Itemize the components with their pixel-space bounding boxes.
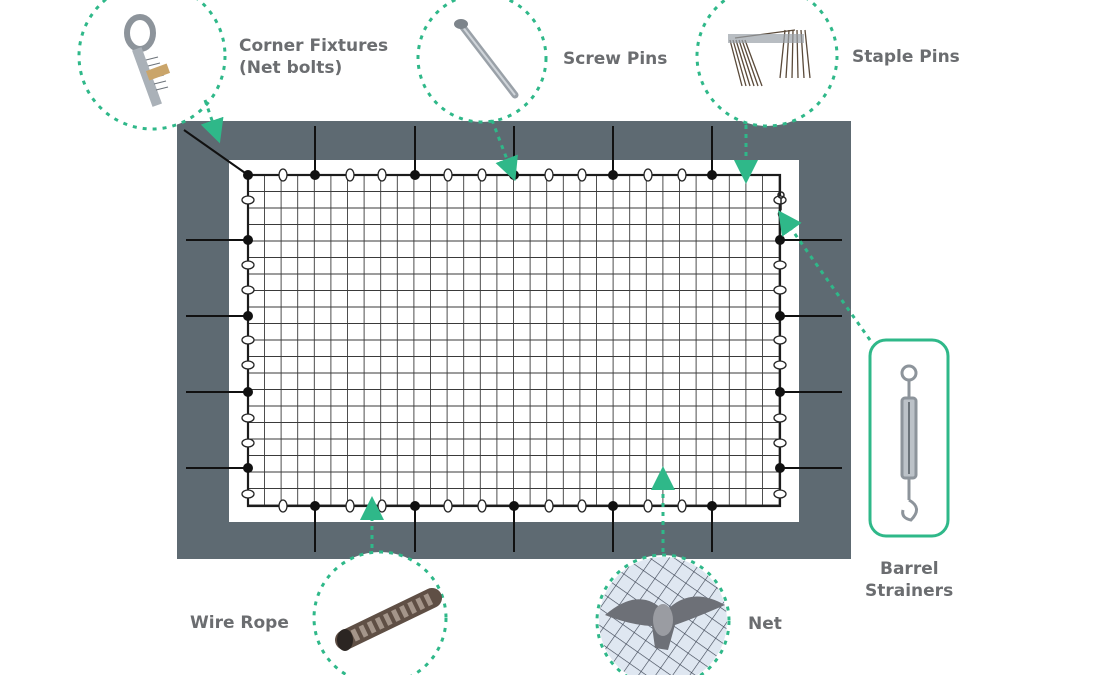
label-corner-fixtures: Corner Fixtures (239, 35, 388, 57)
corner-fixtures-callout (79, 0, 225, 132)
staple-loop (774, 336, 786, 344)
screw-pin-dot (775, 463, 785, 473)
staple-loop (242, 286, 254, 294)
label-screw-pins: Screw Pins (563, 48, 667, 70)
screw-pin-dot (243, 387, 253, 397)
screw-pin-dot (243, 235, 253, 245)
staple-loop (774, 361, 786, 369)
staple-loop (644, 169, 652, 181)
screw-pin-dot (707, 501, 717, 511)
staple-loop (578, 500, 586, 512)
staple-loop (242, 196, 254, 204)
screw-pin-dot (775, 235, 785, 245)
staple-loop (378, 169, 386, 181)
screw-pin-dot (608, 170, 618, 180)
staple-loop (242, 261, 254, 269)
staple-loop (242, 336, 254, 344)
staple-loop (444, 169, 452, 181)
screw-pin-dot (707, 170, 717, 180)
screw-pin-dot (775, 387, 785, 397)
screw-pin-dot (608, 501, 618, 511)
staple-loop (774, 286, 786, 294)
screw-pin-dot (509, 170, 519, 180)
screw-pin-dot (775, 311, 785, 321)
staple-loop (242, 490, 254, 498)
staple-loop (279, 169, 287, 181)
staple-loop (346, 169, 354, 181)
staple-loop (242, 414, 254, 422)
screw-pin-dot (310, 501, 320, 511)
label-wire-rope: Wire Rope (190, 612, 289, 634)
label-net: Net (748, 613, 782, 635)
screw-pin-dot (243, 311, 253, 321)
staple-loop (545, 500, 553, 512)
staple-loop (279, 500, 287, 512)
screw-pin-dot (410, 501, 420, 511)
label-corner-fixtures-sub: (Net bolts) (239, 57, 342, 79)
staple-loop (545, 169, 553, 181)
staple-loop (378, 500, 386, 512)
staple-loop (346, 500, 354, 512)
screw-pin-dot (310, 170, 320, 180)
staple-loop (444, 500, 452, 512)
staple-loop (774, 490, 786, 498)
staple-loop (774, 439, 786, 447)
staple-loop (774, 261, 786, 269)
label-barrel-strainers: Barrel (880, 558, 939, 580)
staple-loop (478, 500, 486, 512)
staple-loop (678, 500, 686, 512)
staple-loop (644, 500, 652, 512)
screw-pin-dot (410, 170, 420, 180)
staple-loop (578, 169, 586, 181)
screw-pin-dot (509, 501, 519, 511)
staple-loop (242, 439, 254, 447)
label-barrel-strainers-sub: Strainers (865, 580, 953, 602)
staple-loop (242, 361, 254, 369)
staple-loop (774, 414, 786, 422)
screw-pin-dot (243, 463, 253, 473)
label-staple-pins: Staple Pins (852, 46, 960, 68)
staple-loop (678, 169, 686, 181)
staple-loop (478, 169, 486, 181)
